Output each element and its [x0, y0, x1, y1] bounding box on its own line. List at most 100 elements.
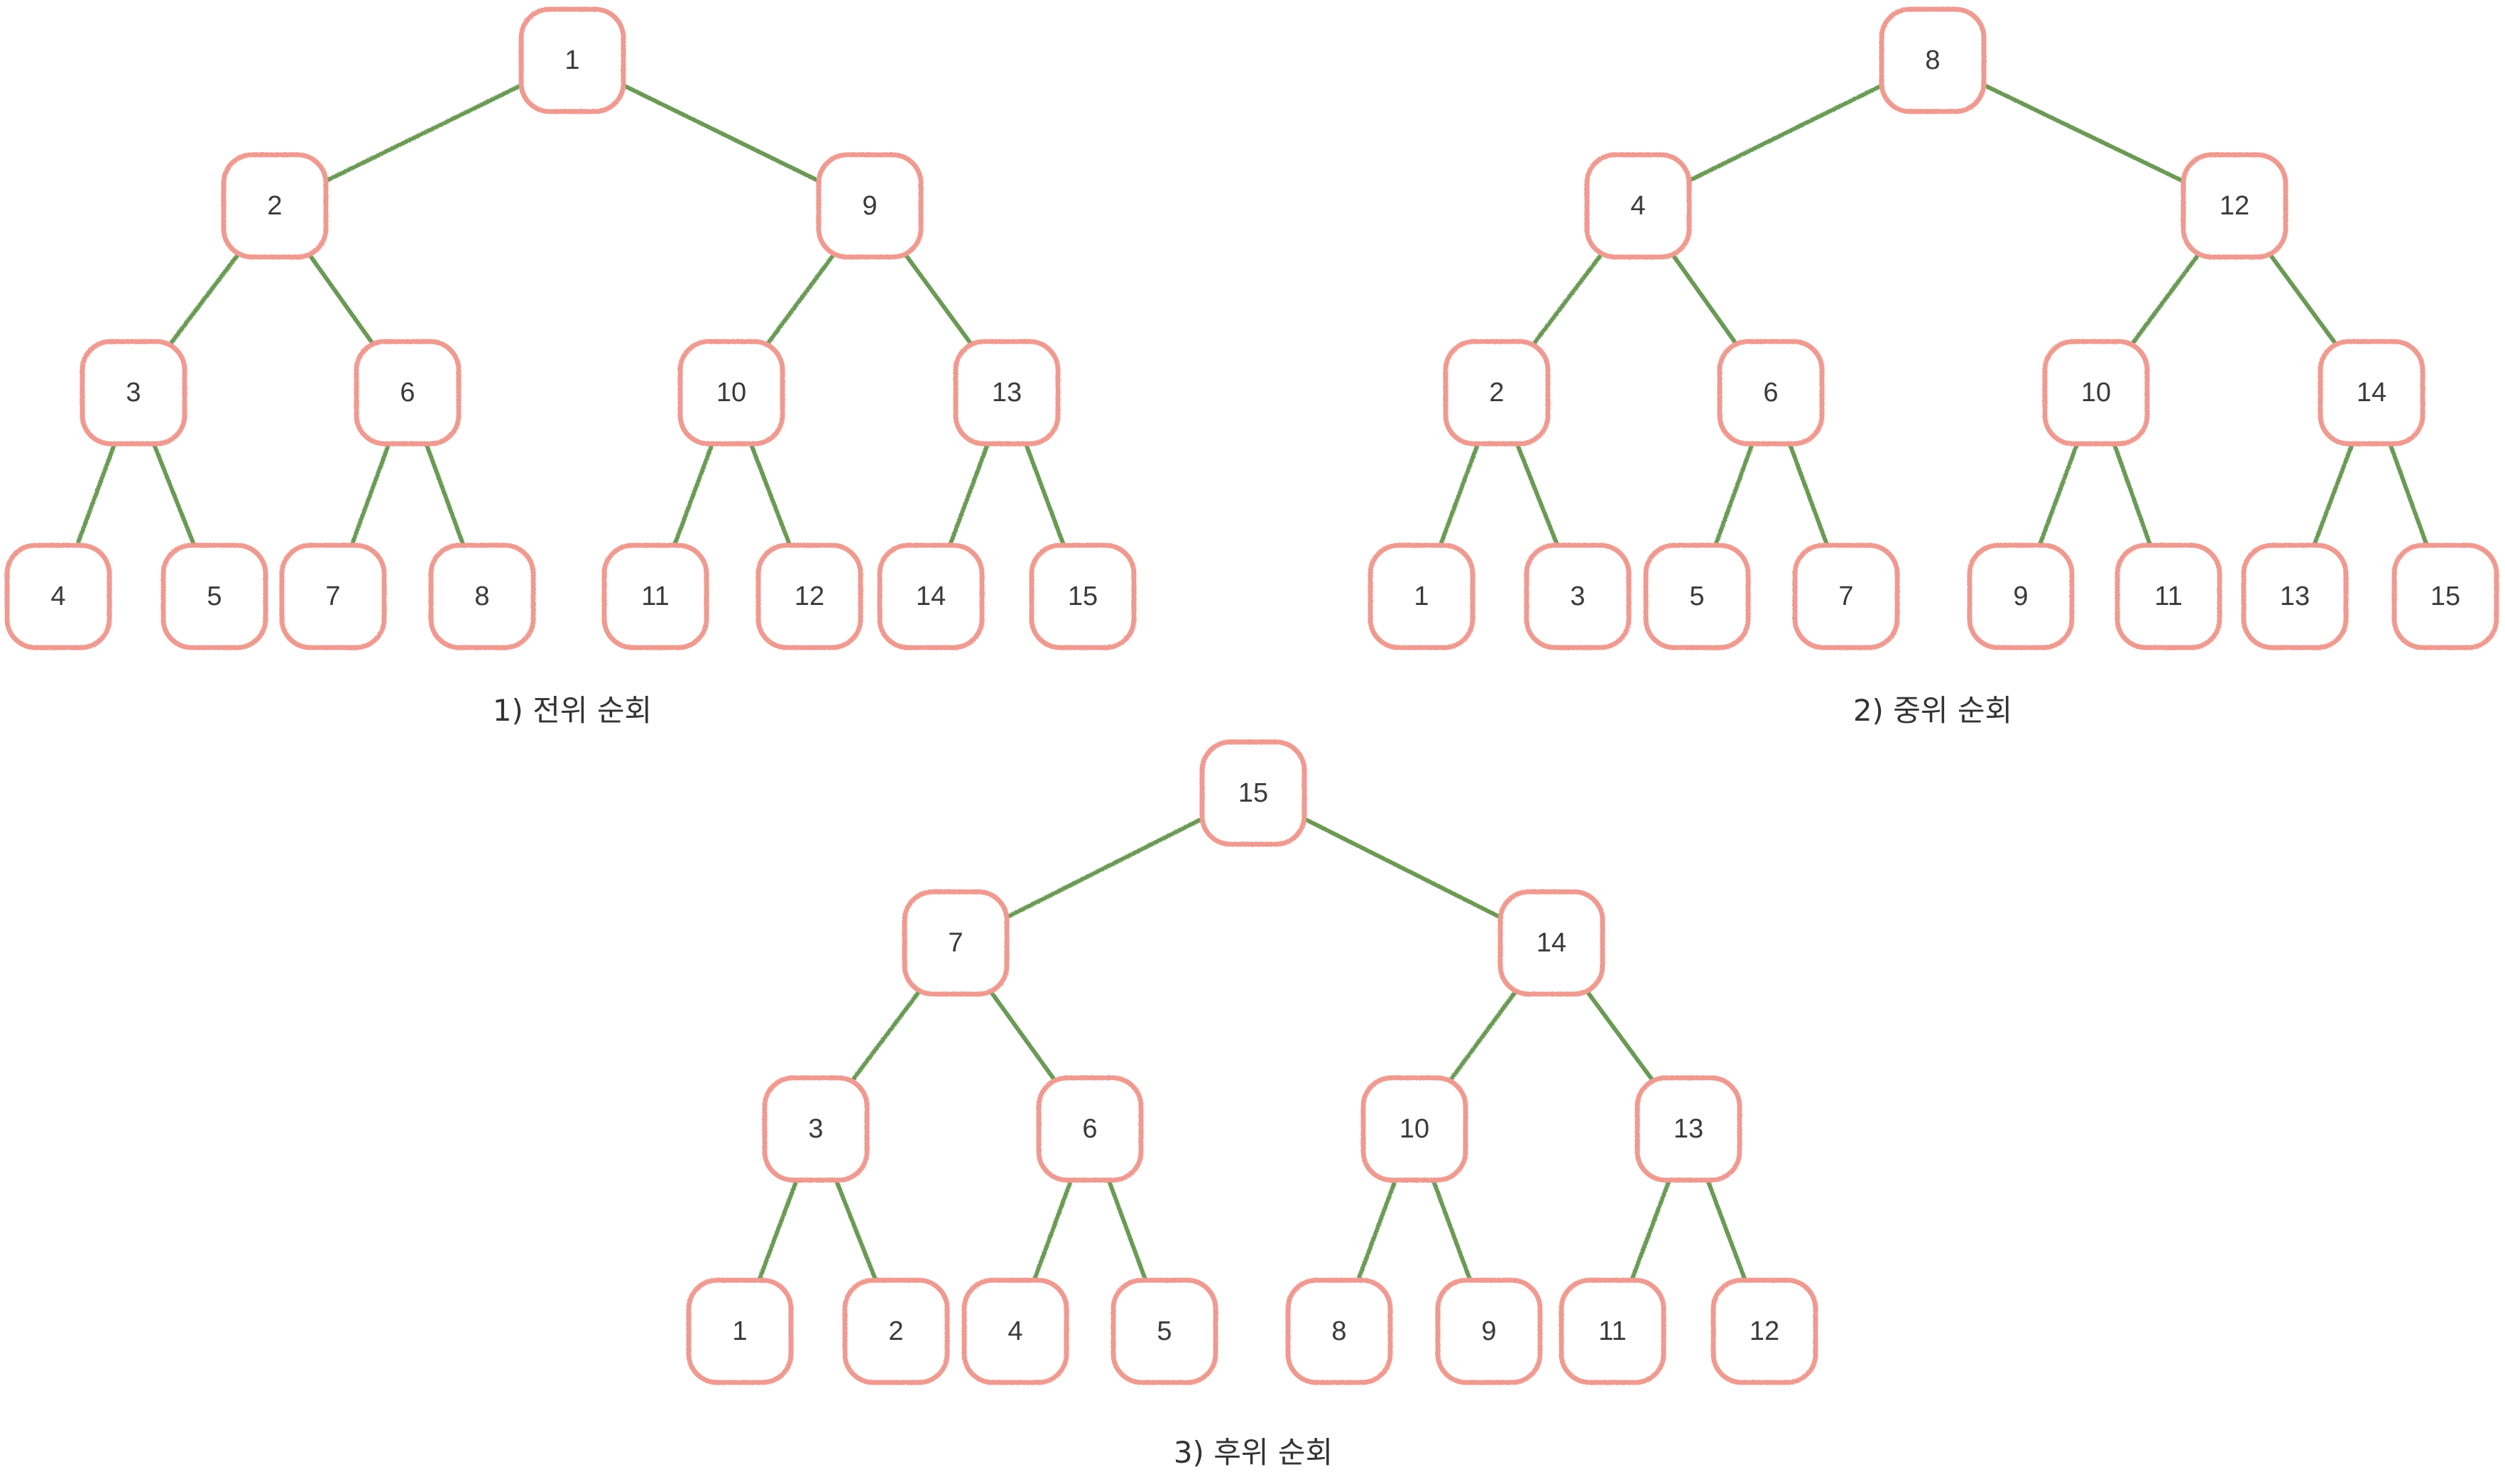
node-box	[160, 542, 268, 650]
tree-node: 11	[2114, 542, 2222, 650]
tree-node: 14	[1497, 889, 1605, 997]
tree-node: 7	[1792, 542, 1900, 650]
node-label: 1	[1414, 582, 1429, 611]
node-box	[1435, 1277, 1543, 1385]
tree-node: 5	[1110, 1277, 1218, 1385]
node-box	[279, 542, 387, 650]
tree-node: 8	[1879, 6, 1987, 114]
node-box	[953, 339, 1061, 447]
node-box	[2114, 542, 2222, 650]
node-box	[601, 542, 709, 650]
tree-caption-preorder: 1) 전위 순회	[493, 693, 652, 728]
node-box	[1110, 1277, 1218, 1385]
tree-node: 8	[428, 542, 536, 650]
node-label: 5	[207, 582, 222, 611]
node-box	[1360, 1075, 1468, 1183]
node-label: 15	[2430, 582, 2460, 611]
node-box	[221, 152, 329, 260]
node-label: 12	[795, 582, 824, 611]
tree-node: 4	[4, 542, 112, 650]
tree-node: 9	[1967, 542, 2075, 650]
tree-node: 12	[1710, 1277, 1818, 1385]
node-box	[816, 152, 924, 260]
tree-node: 4	[1584, 152, 1692, 260]
tree-node: 4	[961, 1277, 1069, 1385]
tree-node: 15	[1199, 739, 1307, 847]
node-label: 11	[1598, 1316, 1626, 1346]
node-box	[1524, 542, 1632, 650]
node-label: 14	[1537, 928, 1566, 958]
node-box	[877, 542, 985, 650]
node-box	[755, 542, 863, 650]
node-label: 6	[1763, 378, 1778, 408]
node-label: 1	[732, 1316, 747, 1346]
node-box	[1792, 542, 1900, 650]
node-label: 14	[2357, 378, 2386, 408]
node-label: 2	[888, 1316, 903, 1346]
node-label: 7	[325, 582, 340, 611]
node-label: 14	[916, 582, 946, 611]
node-label: 9	[862, 191, 877, 221]
node-label: 5	[1157, 1316, 1172, 1346]
node-label: 11	[2154, 582, 2182, 611]
node-label: 2	[1489, 378, 1504, 408]
node-box	[902, 889, 1010, 997]
node-box	[1497, 889, 1605, 997]
tree-node: 3	[1524, 542, 1632, 650]
tree-node: 13	[2241, 542, 2349, 650]
node-label: 8	[1925, 45, 1940, 75]
node-label: 13	[2280, 582, 2310, 611]
node-box	[1443, 339, 1551, 447]
tree-node: 2	[842, 1277, 950, 1385]
node-label: 9	[2013, 582, 2028, 611]
node-label: 3	[808, 1114, 823, 1144]
node-label: 7	[948, 928, 963, 958]
tree-node: 12	[2181, 152, 2288, 260]
tree-node: 6	[354, 339, 462, 447]
node-box	[1643, 542, 1751, 650]
node-box	[1967, 542, 2075, 650]
tree-node: 9	[1435, 1277, 1543, 1385]
tree-node: 15	[1029, 542, 1137, 650]
node-label: 3	[126, 378, 141, 408]
node-box	[1710, 1277, 1818, 1385]
node-box	[2181, 152, 2288, 260]
tree-caption-inorder: 2) 중위 순회	[1853, 693, 2012, 728]
node-label: 2	[267, 191, 282, 221]
tree-node: 9	[816, 152, 924, 260]
tree-node: 6	[1717, 339, 1825, 447]
node-label: 12	[1750, 1316, 1779, 1346]
tree-node: 3	[80, 339, 187, 447]
tree-node: 2	[1443, 339, 1551, 447]
node-box	[1559, 1277, 1666, 1385]
tree-node: 10	[677, 339, 785, 447]
tree-node: 15	[2391, 542, 2499, 650]
node-label: 13	[1674, 1114, 1703, 1144]
node-label: 8	[474, 582, 489, 611]
tree-node: 14	[2318, 339, 2425, 447]
tree-node: 10	[2042, 339, 2150, 447]
node-label: 3	[1570, 582, 1585, 611]
node-label: 10	[716, 378, 746, 408]
tree-node: 11	[1559, 1277, 1666, 1385]
node-box	[1879, 6, 1987, 114]
tree-node: 8	[1285, 1277, 1393, 1385]
tree-node: 2	[221, 152, 329, 260]
tree-node: 1	[518, 6, 626, 114]
node-label: 7	[1838, 582, 1853, 611]
node-label: 4	[1630, 191, 1645, 221]
node-label: 1	[564, 45, 579, 75]
tree-node: 1	[1368, 542, 1475, 650]
node-box	[428, 542, 536, 650]
node-label: 4	[50, 582, 65, 611]
node-box	[2042, 339, 2150, 447]
node-label: 13	[992, 378, 1022, 408]
node-label: 15	[1238, 778, 1268, 808]
tree-node: 6	[1036, 1075, 1144, 1183]
node-label: 10	[2081, 378, 2111, 408]
tree-edges	[1419, 58, 2447, 599]
